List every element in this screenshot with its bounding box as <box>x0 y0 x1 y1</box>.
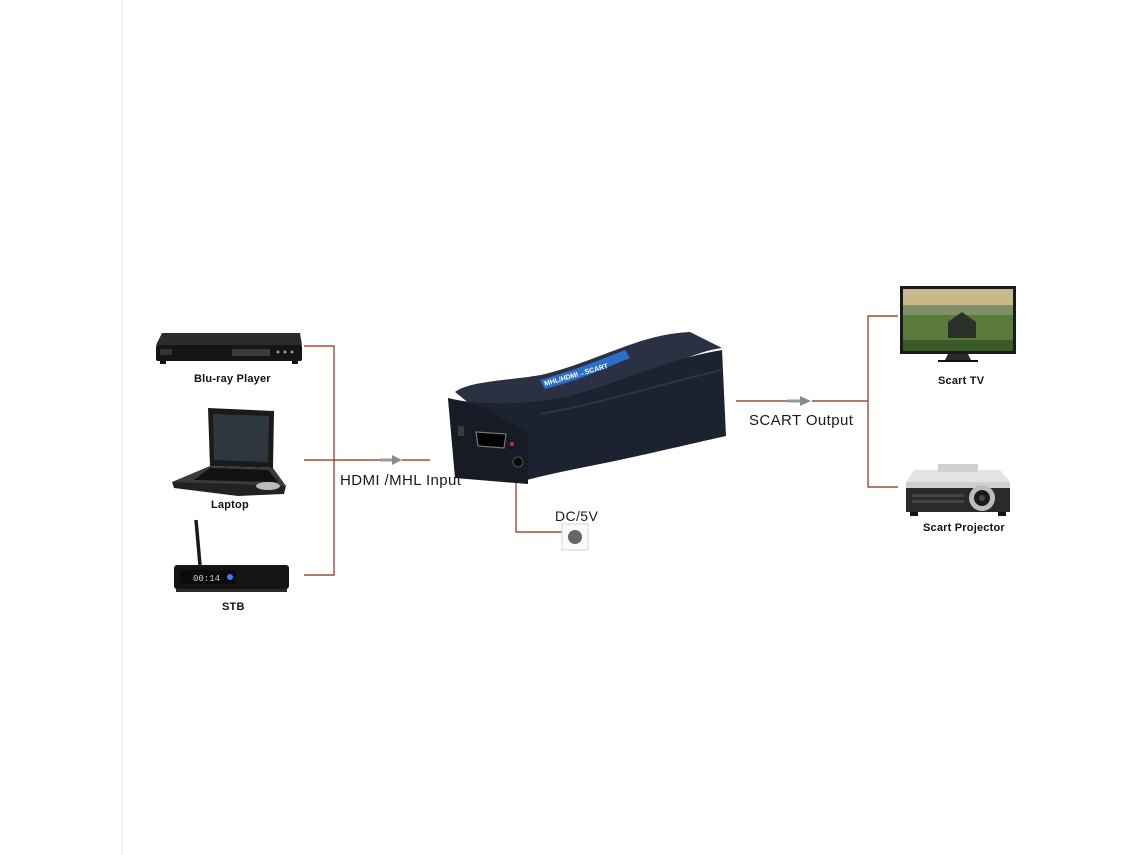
power-line <box>515 470 562 533</box>
output-bracket-lines <box>736 315 898 488</box>
set-top-box-icon <box>174 519 289 592</box>
hdmi-input-label: HDMI /MHL Input <box>340 472 462 489</box>
laptop-icon <box>172 408 286 496</box>
scart-tv-label: Scart TV <box>938 375 985 387</box>
scart-projector-label: Scart Projector <box>923 522 1005 534</box>
power-jack-icon <box>561 523 589 551</box>
laptop-label: Laptop <box>211 499 249 511</box>
dc-power-label: DC/5V <box>555 508 599 524</box>
bluray-player-label: Blu-ray Player <box>194 373 271 385</box>
stb-display-text: 00:14 <box>193 574 220 584</box>
input-bracket-lines <box>304 345 390 576</box>
output-arrow-icon <box>787 396 811 406</box>
tv-icon <box>900 286 1016 362</box>
converter-device <box>448 332 726 484</box>
input-arrow-icon <box>380 455 402 465</box>
bluray-player-icon <box>156 333 302 364</box>
projector-icon <box>906 464 1010 516</box>
stb-label: STB <box>222 601 245 613</box>
scart-output-label: SCART Output <box>749 412 854 429</box>
